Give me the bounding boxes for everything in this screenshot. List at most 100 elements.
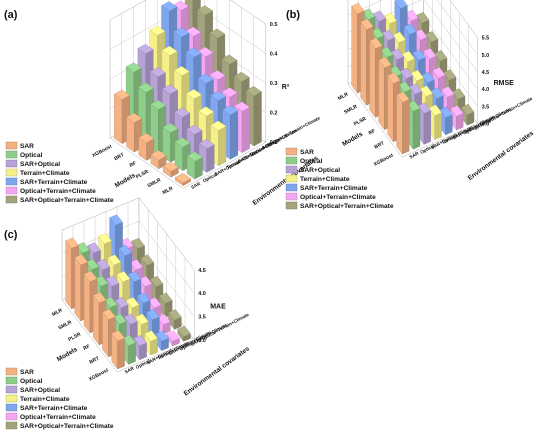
bar-face-top — [387, 72, 401, 84]
legend-item: Optical — [5, 150, 43, 159]
bar-face-top — [150, 150, 167, 161]
legend-label: SAR+Optical — [20, 161, 60, 168]
grid-line — [61, 197, 195, 270]
y-tick-label: 3.0 — [482, 122, 490, 128]
bar-face-top — [419, 85, 433, 97]
bar-face-top — [439, 106, 453, 118]
bar-face-top — [94, 275, 109, 287]
legend-item: SAR — [5, 367, 34, 376]
bar-face-top — [434, 50, 448, 62]
legend-item: Terrain+Climate — [285, 174, 350, 183]
bar-face-top — [146, 309, 160, 321]
bar-face-side — [445, 114, 453, 136]
bar-face-top — [177, 325, 191, 337]
legend-item: SAR+Optical+Terrain+Climate — [285, 201, 394, 210]
bar-face-side — [218, 126, 227, 167]
model-tick-label: XGBoost — [373, 152, 395, 167]
y-tick-label: 0.1 — [270, 140, 278, 146]
y-axis-title: MAE — [210, 303, 226, 310]
bar-face-top — [390, 48, 405, 60]
bar-face-top — [149, 275, 164, 287]
bar-face-top — [98, 233, 112, 245]
bar-face-top — [166, 330, 180, 342]
model-tick-label: SMLR — [57, 319, 73, 331]
model-tick-label: SMLR — [343, 104, 359, 116]
y-tick-label: 4.0 — [482, 87, 490, 93]
legend-label: SAR+Optical — [300, 167, 340, 174]
legend-swatch — [285, 147, 298, 156]
bar-face-top — [186, 151, 203, 162]
bar-face-top — [416, 12, 430, 24]
bar-face-top — [162, 161, 179, 172]
covariate-tick-label: SAR+Optical+Terrain+Climate — [261, 115, 321, 150]
bar-face-top — [133, 335, 147, 346]
bar-face-top — [430, 87, 444, 99]
model-tick-label: RF — [129, 160, 138, 168]
bar-face-top — [105, 275, 120, 287]
covariate-tick-label: SAR — [409, 150, 421, 159]
bar-face-top — [74, 254, 89, 266]
panel-label: (c) — [4, 229, 18, 241]
y-tick-label: 3.5 — [482, 104, 490, 110]
bar-face-top — [221, 87, 238, 98]
y-axis-title: R² — [282, 84, 290, 91]
model-tick-label: XGBoost — [88, 367, 110, 382]
y-tick-label: 3.5 — [198, 315, 206, 321]
bar-face-front — [369, 40, 376, 118]
bar-face-side — [230, 110, 239, 160]
bar-face-top — [394, 0, 408, 9]
legend-item: Terrain+Climate — [5, 394, 70, 403]
bar-mlr-series-1 — [186, 151, 203, 180]
bar-face-top — [186, 124, 203, 135]
legend-label: SAR — [20, 369, 34, 376]
bar-face-front — [387, 75, 394, 143]
bar-face-top — [417, 102, 432, 114]
bar-face-top — [87, 242, 101, 254]
y-tick-label: 5.5 — [482, 36, 490, 42]
bar-face-top — [107, 254, 122, 266]
bar-face-top — [185, 47, 202, 58]
legend-swatch — [285, 201, 298, 210]
bar-mlr-series-2 — [198, 139, 215, 173]
legend-label: Terrain+Climate — [20, 396, 70, 403]
bar-face-top — [381, 29, 396, 41]
legend-label: SAR+Optical — [20, 387, 60, 394]
model-tick-label: BRT — [113, 152, 125, 162]
bar-face-top — [414, 29, 428, 41]
bar-face-top — [452, 88, 466, 100]
bar-xgboost-series-6 — [177, 325, 191, 342]
bar-face-top — [222, 105, 239, 116]
bar-face-top — [407, 100, 421, 112]
bar-mlr-series-0 — [175, 173, 191, 186]
legend-item: Optical+Terrain+Climate — [5, 186, 96, 195]
legend-label: SAR+Optical+Terrain+Climate — [20, 197, 114, 204]
bar-face-top — [138, 133, 155, 143]
bar-face-top — [168, 309, 182, 321]
covariate-tick-label: SAR — [190, 181, 202, 190]
bar-face-top — [197, 5, 213, 16]
bar-face-top — [149, 25, 166, 36]
panel-b-rmse-chart: 3.03.54.04.55.05.5MLRSMLRPLSRRFBRTXGBoos… — [285, 0, 535, 210]
bar-face-front — [65, 240, 72, 310]
y-tick-label: 4.0 — [198, 291, 206, 297]
y-tick-label: 0.5 — [270, 22, 278, 28]
legend-label: Terrain+Climate — [20, 170, 70, 177]
legend-swatch — [5, 177, 18, 186]
bar-face-top — [161, 1, 178, 12]
legend-label: Optical — [20, 152, 43, 159]
bar-face-top — [412, 49, 426, 61]
bar-face-top — [140, 254, 155, 266]
model-tick-label: SMLR — [147, 177, 163, 189]
bar-face-top — [198, 106, 215, 117]
legend-label: SAR — [20, 143, 34, 150]
bar-face-top — [210, 90, 226, 101]
legend-item: SAR+Optical+Terrain+Climate — [5, 421, 114, 430]
bar-face-top — [125, 62, 142, 73]
bar-face-top — [351, 2, 365, 15]
bar-face-side — [434, 112, 442, 140]
legend-item: Optical+Terrain+Climate — [5, 412, 96, 421]
bar-face-front — [360, 21, 367, 106]
bar-face-top — [114, 89, 130, 100]
bar-face-top — [432, 67, 446, 79]
